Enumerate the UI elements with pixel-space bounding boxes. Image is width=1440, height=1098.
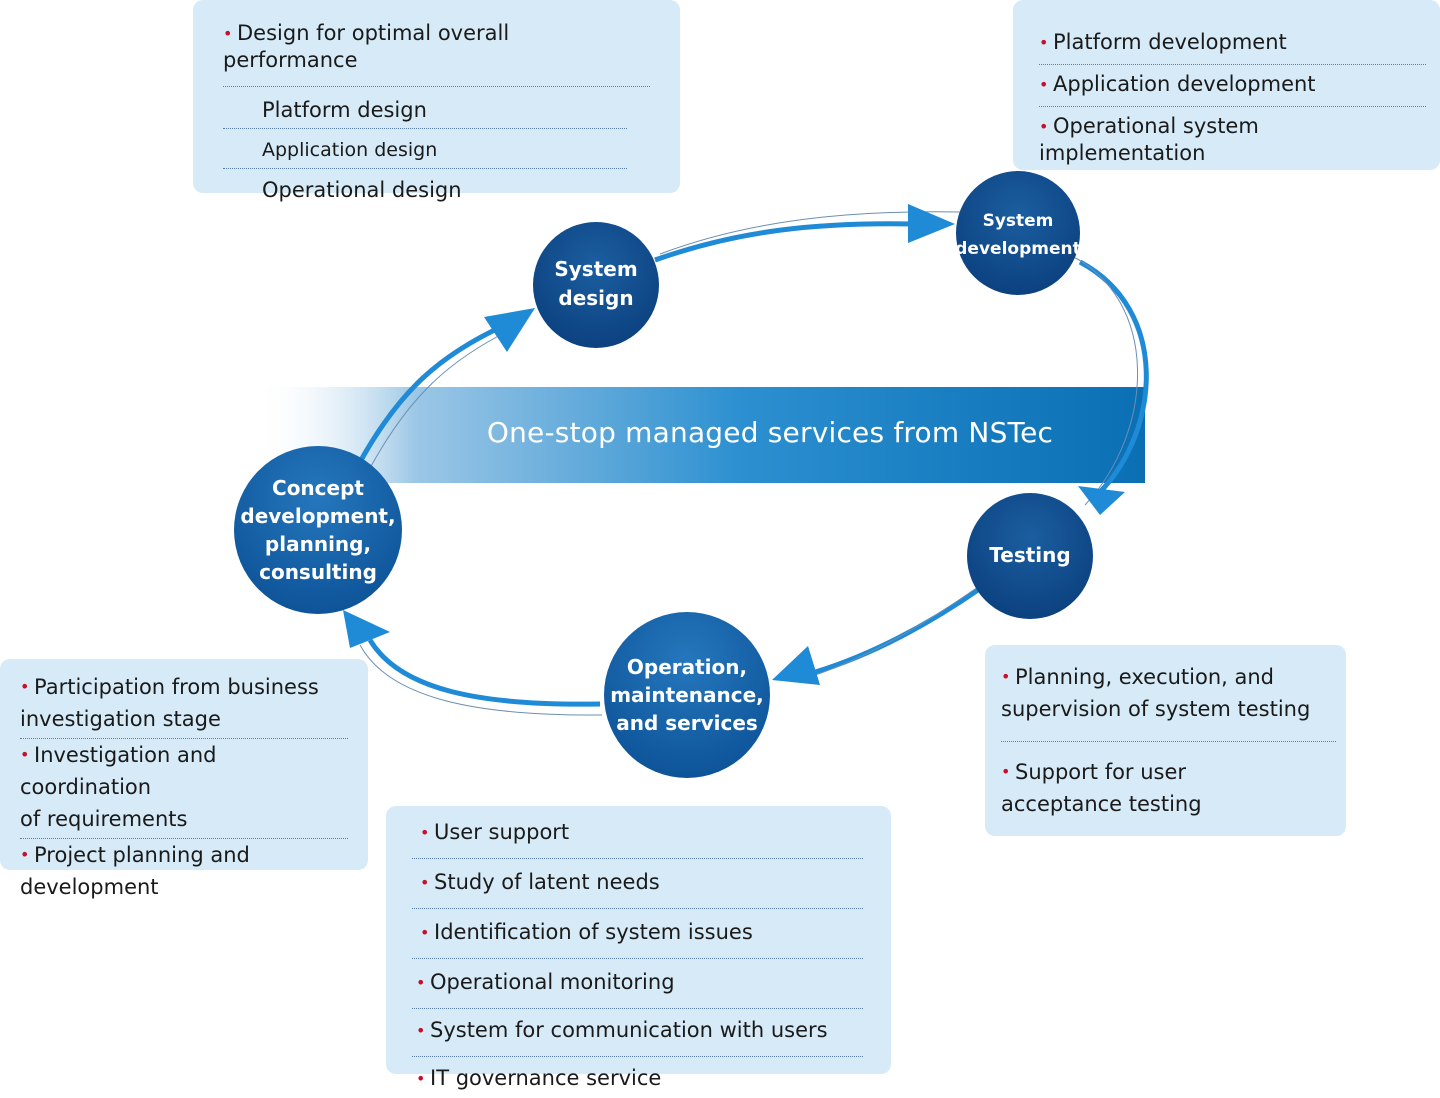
arrow-development-to-testing bbox=[1069, 254, 1149, 515]
list-item: •Operational system implementation bbox=[1039, 114, 1259, 165]
node-development-circle bbox=[956, 171, 1080, 295]
testing-details-box: •Planning, execution, and supervision of… bbox=[985, 645, 1346, 836]
list-item: Operational design bbox=[262, 178, 462, 202]
bullet-icon: • bbox=[416, 1021, 426, 1040]
arrow-operation-to-concept bbox=[343, 610, 603, 716]
development-details-box: •Platform development •Application devel… bbox=[1013, 0, 1440, 170]
node-concept-label: Concept development, planning, consultin… bbox=[240, 476, 396, 584]
list-item: •Project planning and development bbox=[20, 839, 348, 903]
bullet-icon: • bbox=[1001, 762, 1011, 781]
bullet-icon: • bbox=[420, 873, 430, 892]
node-operation-circle bbox=[604, 612, 770, 778]
list-item: •Study of latent needs bbox=[412, 859, 863, 909]
list-item: •Participation from business investigati… bbox=[20, 671, 348, 739]
list-item: •Support for user acceptance testing bbox=[1001, 742, 1336, 820]
design-details-box: •Design for optimal overall performance … bbox=[193, 0, 680, 202]
bullet-icon: • bbox=[420, 923, 430, 942]
node-testing-circle bbox=[967, 493, 1093, 619]
list-item: Application design bbox=[223, 129, 627, 169]
node-design-label: System design bbox=[554, 257, 638, 310]
bullet-icon: • bbox=[1039, 33, 1049, 52]
bullet-icon: • bbox=[20, 845, 30, 864]
list-item: •Design for optimal overall performance bbox=[223, 20, 650, 87]
banner-bar bbox=[255, 387, 1145, 483]
list-item: •Application development bbox=[1039, 65, 1426, 107]
arrow-design-to-development bbox=[654, 204, 961, 263]
operation-details-box: •User support •Study of latent needs •Id… bbox=[386, 806, 891, 1090]
bullet-icon: • bbox=[1001, 667, 1011, 686]
node-development-label: System development bbox=[955, 211, 1081, 259]
list-item: •Platform development bbox=[1039, 29, 1426, 65]
bullet-icon: • bbox=[20, 677, 30, 696]
list-item: •System for communication with users bbox=[412, 1009, 863, 1057]
list-item: •Operational monitoring bbox=[412, 959, 863, 1009]
banner-title: One-stop managed services from NSTec bbox=[486, 416, 1054, 449]
bullet-icon: • bbox=[20, 745, 30, 764]
bullet-icon: • bbox=[1039, 75, 1049, 94]
bullet-icon: • bbox=[1039, 117, 1049, 136]
node-testing-label: Testing bbox=[989, 543, 1071, 567]
bullet-icon: • bbox=[223, 24, 233, 43]
node-concept-circle bbox=[234, 446, 402, 614]
list-item: •Investigation and coordination of requi… bbox=[20, 739, 348, 839]
node-operation-label: Operation, maintenance, and services bbox=[610, 655, 764, 735]
list-item: •Planning, execution, and supervision of… bbox=[1001, 661, 1336, 742]
bullet-icon: • bbox=[420, 823, 430, 842]
concept-details-box: •Participation from business investigati… bbox=[0, 659, 368, 899]
list-item: Platform design bbox=[223, 87, 627, 129]
list-item: •User support bbox=[412, 819, 863, 859]
bullet-icon: • bbox=[416, 1069, 426, 1088]
list-item: •Identification of system issues bbox=[412, 909, 863, 959]
arrow-concept-to-design bbox=[357, 308, 535, 469]
node-design-circle bbox=[533, 222, 659, 348]
bullet-icon: • bbox=[416, 973, 426, 992]
list-item: •IT governance service bbox=[416, 1066, 662, 1090]
arrow-testing-to-operation bbox=[772, 581, 986, 685]
